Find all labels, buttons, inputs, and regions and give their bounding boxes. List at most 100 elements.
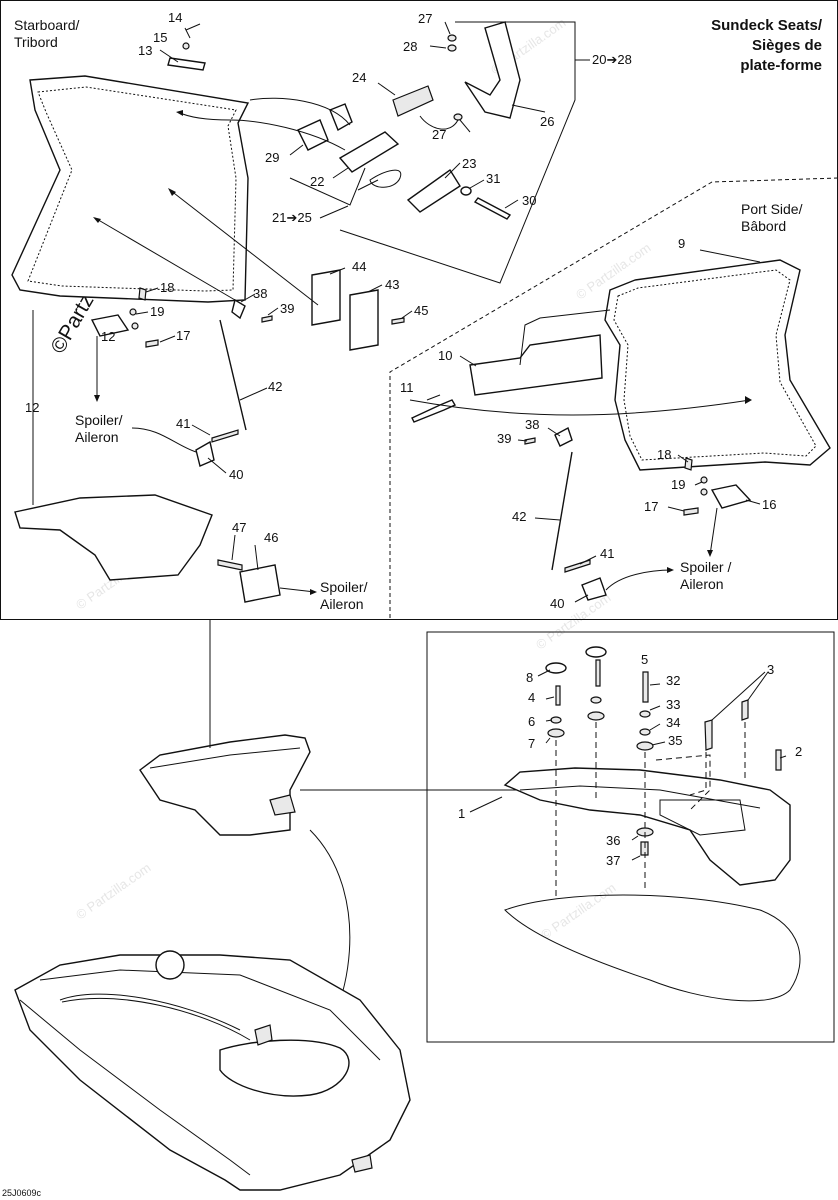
strap-26 (464, 21, 521, 119)
part-label: 40 (229, 467, 243, 482)
part-label: 12 (101, 329, 115, 344)
starboard-label-2: Tribord (14, 34, 58, 50)
part-label: 9 (678, 236, 685, 251)
part-label: 37 (606, 853, 620, 868)
part-label: 7 (528, 736, 535, 751)
screw-45 (391, 317, 405, 325)
hinge-bracket-port (683, 457, 752, 516)
part-label: 39 (280, 301, 294, 316)
part-label: 2 (795, 744, 802, 759)
part-label: 29 (265, 150, 279, 165)
part-label: 34 (666, 715, 680, 730)
part-label: 16 (762, 497, 776, 512)
starboard-seat-cushion (11, 75, 250, 303)
part-label: 44 (352, 259, 366, 274)
spoiler-callout-top-1: Spoiler/ (75, 412, 123, 428)
part-label: 31 (486, 171, 500, 186)
part-label: 10 (438, 348, 452, 363)
part-label: 42 (268, 379, 282, 394)
part-label: 5 (641, 652, 648, 667)
part-label: 27 (418, 11, 432, 26)
part-label: 12 (25, 400, 39, 415)
port-label-1: Port Side/ (741, 201, 803, 217)
title-line-2: Sièges de (752, 37, 822, 54)
part-label: 17 (176, 328, 190, 343)
port-label-2: Bâbord (741, 218, 786, 234)
part-label: 24 (352, 70, 366, 85)
part-label: 23 (462, 156, 476, 171)
part-label: 6 (528, 714, 535, 729)
starboard-label-1: Starboard/ (14, 17, 79, 33)
part-label: 40 (550, 596, 564, 611)
port-plate-10 (469, 334, 603, 396)
watermark-6: © Partzilla.com (538, 880, 618, 943)
port-part-labels: 18 19 17 38 39 42 41 40 12 27 (101, 127, 685, 611)
part-label: 26 (540, 114, 554, 129)
part-label: 35 (668, 733, 682, 748)
bracket-46 (239, 564, 281, 603)
part-label: 11 (400, 380, 414, 395)
part-label: 4 (528, 690, 535, 705)
part-number-labels: 1 2 3 4 5 6 7 8 9 10 11 12 13 14 15 16 1… (25, 10, 802, 868)
part-label: 47 (232, 520, 246, 535)
part-label: 27 (432, 127, 446, 142)
part-label: 42 (512, 509, 526, 524)
part-label: 17 (644, 499, 658, 514)
detail-box-frame (426, 631, 835, 1043)
part-label: 39 (497, 431, 511, 446)
starboard-lower-cushion (14, 494, 213, 581)
washer-27 (447, 34, 457, 42)
washer-28-top (447, 44, 457, 52)
gas-strut-left (195, 298, 273, 467)
part-label: 41 (176, 416, 190, 431)
part-label: 28 (403, 39, 417, 54)
bolt-47 (217, 559, 243, 571)
detail-box-parts (469, 646, 801, 1002)
boat-hull (14, 950, 411, 1191)
plate-44 (311, 269, 341, 326)
spoiler-callout-mid-2: Aileron (320, 596, 364, 612)
diagram-code: 25J0609c (2, 1188, 42, 1198)
part-label: 8 (526, 670, 533, 685)
part-label: 3 (767, 662, 774, 677)
part-label: 18 (160, 280, 174, 295)
part-label: 36 (606, 833, 620, 848)
plate-43 (349, 289, 379, 351)
part-label: 46 (264, 530, 278, 545)
part-label: 22 (310, 174, 324, 189)
part-label: 38 (525, 417, 539, 432)
spoiler-callout-port-2: Aileron (680, 576, 724, 592)
group-label-21-25: 21➔25 (272, 210, 312, 225)
part-label: 33 (666, 697, 680, 712)
hinge-assembly (297, 85, 512, 220)
bolt-11 (411, 399, 457, 423)
part-label: 1 (458, 806, 465, 821)
leader-lines (93, 21, 761, 603)
diagram-title: Sundeck Seats/ Sièges de plate-forme (711, 17, 823, 74)
title-line-3: plate-forme (740, 57, 822, 74)
group-20-28-bracket: 20➔28 21➔25 (272, 21, 632, 284)
group-label-20-28: 20➔28 (592, 52, 632, 67)
part-label: 43 (385, 277, 399, 292)
part-label: 41 (600, 546, 614, 561)
port-region-outline (389, 177, 838, 618)
part-label: 45 (414, 303, 428, 318)
spoiler-callout-top-2: Aileron (75, 429, 119, 445)
part-label: 14 (168, 10, 182, 25)
part-label: 30 (522, 193, 536, 208)
part-label: 19 (150, 304, 164, 319)
spoiler-callout-port-1: Spoiler / (680, 559, 731, 575)
hinge-bracket-starboard (90, 287, 159, 348)
title-line-1: Sundeck Seats/ (711, 17, 823, 34)
part-label: 18 (657, 447, 671, 462)
part-label: 13 (138, 43, 152, 58)
washer-28-bot (453, 113, 463, 121)
part-label: 32 (666, 673, 680, 688)
watermark-5: © Partzilla.com (73, 860, 153, 923)
spoiler-callout-mid-1: Spoiler/ (320, 579, 368, 595)
gas-strut-port (524, 426, 607, 601)
port-seat-cushion (604, 259, 831, 471)
part-label: 19 (671, 477, 685, 492)
part-label: 38 (253, 286, 267, 301)
